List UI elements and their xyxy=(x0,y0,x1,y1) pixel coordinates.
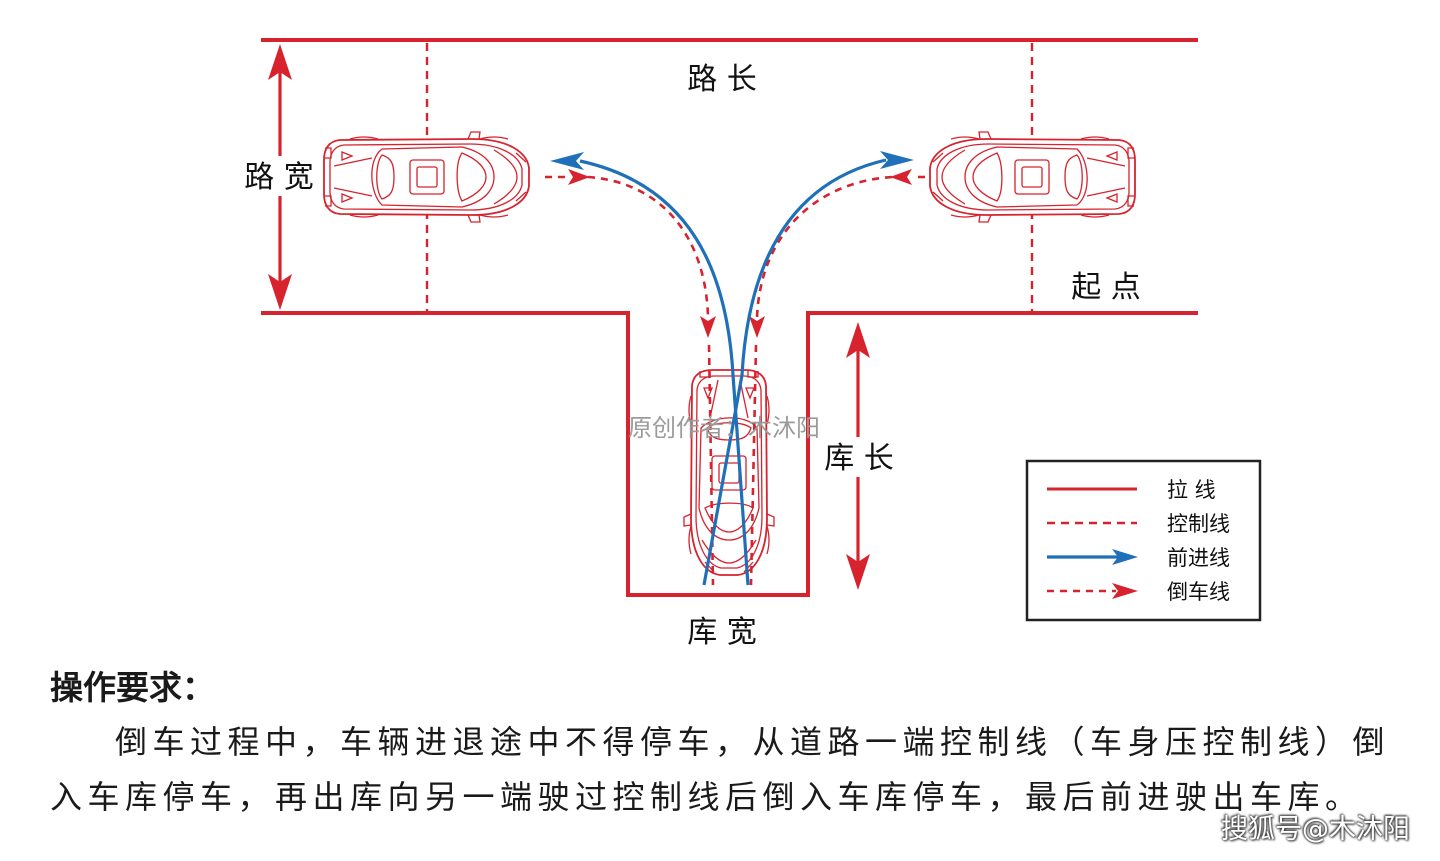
road-width-arrow-bottom xyxy=(268,274,292,310)
reverse-path-right-in-garage xyxy=(749,344,758,586)
reverse-arrow-right-into-garage xyxy=(749,316,765,338)
legend-label-pull-line: 拉 线 xyxy=(1167,478,1216,502)
car-right xyxy=(929,131,1136,223)
forward-arrow-left xyxy=(550,152,584,170)
requirements-line-2: 入车库停车，再出库向另一端驶过控制线后倒入车库停车，最后前进驶出车库。 xyxy=(50,778,1363,816)
reverse-parking-diagram: 路 长 路 宽 起 点 库 长 库 宽 原创作者：木沐阳 拉 线 控制线 前进线… xyxy=(238,38,1262,650)
author-watermark: 原创作者：木沐阳 xyxy=(628,414,820,442)
road-length-label: 路 长 xyxy=(687,62,757,97)
road-width-arrow-top xyxy=(268,44,292,80)
start-point-label: 起 点 xyxy=(1071,270,1141,305)
road-width-label: 路 宽 xyxy=(244,160,314,195)
forward-path-to-right xyxy=(702,158,887,586)
road-width-label-bg xyxy=(238,156,322,196)
garage-length-arrow-bottom xyxy=(846,554,870,590)
car-in-garage xyxy=(683,369,775,576)
reverse-path-left xyxy=(587,175,710,319)
garage-width-label: 库 宽 xyxy=(687,615,757,650)
legend-reverse-arrow-icon xyxy=(1112,583,1138,599)
legend: 拉 线 控制线 前进线 倒车线 xyxy=(1025,459,1262,622)
legend-label-forward-line: 前进线 xyxy=(1167,546,1230,570)
garage-length-label: 库 长 xyxy=(824,441,894,476)
garage-length-arrow-top xyxy=(846,322,870,358)
reverse-arrow-left-near-car xyxy=(568,169,590,185)
forward-path-to-left xyxy=(579,159,750,586)
car-left xyxy=(323,131,530,223)
garage-length-label-bg xyxy=(818,437,900,477)
legend-label-reverse-line: 倒车线 xyxy=(1167,580,1230,604)
requirements-heading: 操作要求： xyxy=(50,668,215,707)
legend-label-control-line: 控制线 xyxy=(1167,512,1230,536)
source-watermark: 搜狐号@木沐阳 xyxy=(1221,814,1410,845)
forward-arrow-right xyxy=(880,151,914,169)
reverse-arrow-right-near-car xyxy=(890,169,912,185)
requirements-line-1: 倒车过程中，车辆进退途中不得停车，从道路一端控制线（车身压控制线）倒 xyxy=(115,723,1391,761)
legend-forward-arrow-icon xyxy=(1112,549,1138,565)
reverse-arrow-left-into-garage xyxy=(700,316,716,338)
road-bottom-and-garage-outline xyxy=(261,311,1198,597)
reverse-path-right xyxy=(755,175,893,319)
